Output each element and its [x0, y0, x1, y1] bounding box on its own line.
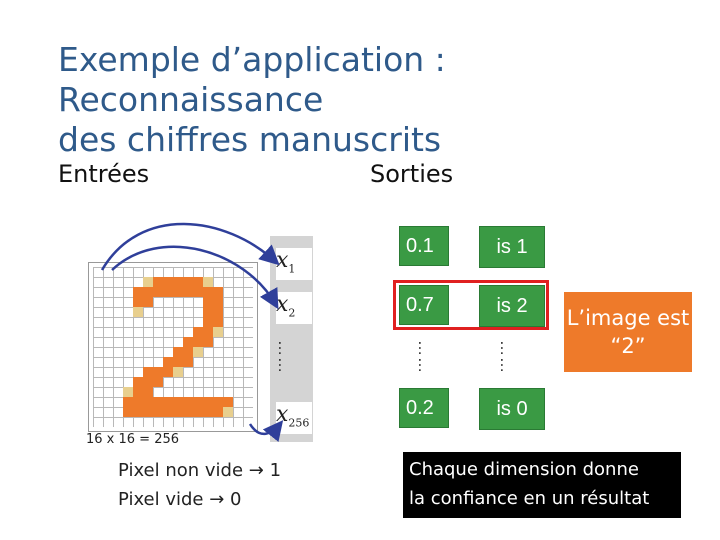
pixel-cell	[173, 407, 183, 417]
pixel-cell	[133, 397, 143, 407]
page-title: Exemple d’application : Reconnaissance d…	[58, 40, 718, 160]
pixel-cell	[163, 367, 173, 377]
pixel-cell	[133, 287, 143, 297]
pixel-cell	[203, 307, 213, 317]
inputs-header: Entrées	[58, 160, 150, 188]
grid-size-label: 16 x 16 = 256	[86, 432, 180, 447]
pixel-cell	[193, 327, 203, 337]
pixel-cell	[203, 337, 213, 347]
outputs-header: Sorties	[370, 160, 454, 188]
pixel-cell	[143, 397, 153, 407]
pixel-cell	[183, 407, 193, 417]
pixel-cell	[163, 407, 173, 417]
pixel-cell	[153, 367, 163, 377]
pixel-cell	[203, 287, 213, 297]
pixel-cell	[153, 287, 163, 297]
pixel-cell	[123, 397, 133, 407]
pixel-cell	[133, 407, 143, 417]
pixel-cell	[133, 297, 143, 307]
pixel-cell	[213, 407, 223, 417]
pixel-cell	[163, 397, 173, 407]
pixel-cell	[153, 397, 163, 407]
pixel-cell	[193, 397, 203, 407]
highlight-box	[393, 280, 549, 330]
pixel-cell	[163, 357, 173, 367]
pixel-cell	[213, 317, 223, 327]
output-value-1: 0.1	[399, 226, 449, 266]
note-line-2: la confiance en un résultat	[409, 488, 650, 509]
pixel-cell	[183, 277, 193, 287]
pixel-cell	[203, 407, 213, 417]
pixel-cell	[173, 347, 183, 357]
input-x2: x2	[276, 292, 312, 324]
pixel-empty-label: Pixel vide → 0	[118, 489, 242, 510]
pixel-cell	[223, 397, 233, 407]
pixel-grid	[93, 267, 253, 427]
pixel-cell	[163, 277, 173, 287]
result-box: L’image est “2”	[564, 292, 692, 372]
input-vector: x1 x2 …… x256	[270, 236, 313, 442]
output-label-1: is 1	[479, 226, 545, 268]
pixel-cell	[193, 347, 203, 357]
pixel-cell	[213, 297, 223, 307]
pixel-cell	[213, 307, 223, 317]
pixel-cell	[183, 397, 193, 407]
pixel-cell	[153, 377, 163, 387]
pixel-cell	[193, 287, 203, 297]
pixel-cell	[143, 287, 153, 297]
title-line-2: des chiffres manuscrits	[58, 120, 442, 159]
arrow-to-x256	[248, 420, 284, 442]
pixel-cell	[183, 357, 193, 367]
pixel-cell	[163, 287, 173, 297]
pixel-cell	[213, 287, 223, 297]
pixel-cell	[213, 397, 223, 407]
pixel-cell	[133, 387, 143, 397]
pixel-cell	[123, 387, 133, 397]
pixel-cell	[123, 407, 133, 417]
digit-image	[88, 262, 258, 432]
output-value-2: 0.7	[399, 285, 449, 325]
pixel-cell	[183, 347, 193, 357]
pixel-cell	[153, 407, 163, 417]
output-label-3: is 0	[479, 388, 545, 430]
pixel-cell	[193, 407, 203, 417]
note-box: Chaque dimension donne la confiance en u…	[403, 452, 681, 518]
pixel-cell	[203, 297, 213, 307]
result-line-1: L’image est	[566, 306, 690, 330]
pixel-cell	[143, 277, 153, 287]
pixel-cell	[193, 337, 203, 347]
note-line-1: Chaque dimension donne	[409, 459, 639, 480]
pixel-cell	[203, 397, 213, 407]
pixel-cell	[143, 407, 153, 417]
pixel-cell	[213, 327, 223, 337]
pixel-cell	[143, 297, 153, 307]
pixel-cell	[173, 367, 183, 377]
title-line-1: Exemple d’application : Reconnaissance	[58, 40, 446, 119]
pixel-cell	[183, 337, 193, 347]
arrow-to-x2	[111, 245, 279, 310]
pixel-cell	[143, 377, 153, 387]
output-label-2: is 2	[479, 285, 545, 327]
pixel-cell	[203, 277, 213, 287]
pixel-cell	[143, 387, 153, 397]
pixel-cell	[143, 367, 153, 377]
pixel-cell	[183, 287, 193, 297]
pixel-cell	[203, 317, 213, 327]
pixel-cell	[173, 287, 183, 297]
result-line-2: “2”	[610, 334, 646, 358]
pixel-cell	[223, 407, 233, 417]
pixel-filled-label: Pixel non vide → 1	[118, 460, 282, 481]
pixel-cell	[193, 277, 203, 287]
pixel-cell	[173, 357, 183, 367]
pixel-cell	[173, 277, 183, 287]
pixel-cell	[153, 277, 163, 287]
pixel-cell	[203, 327, 213, 337]
pixel-cell	[133, 307, 143, 317]
pixel-cell	[133, 377, 143, 387]
output-value-3: 0.2	[399, 388, 449, 428]
pixel-cell	[173, 397, 183, 407]
arrow-to-x1	[100, 222, 280, 271]
